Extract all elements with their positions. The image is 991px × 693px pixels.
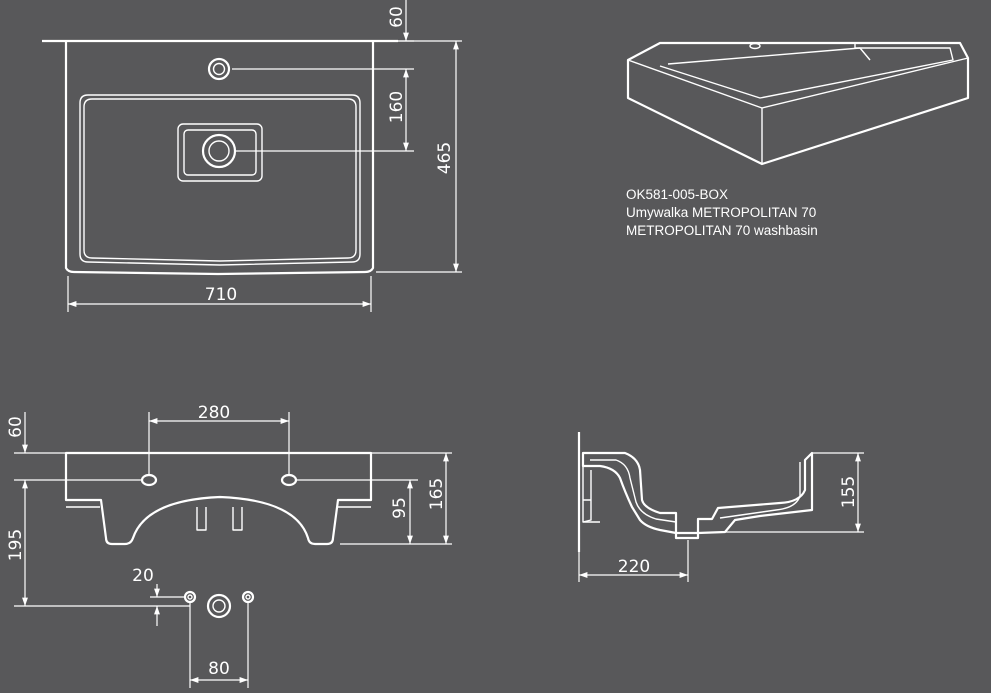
drain-frame-outer xyxy=(177,123,263,182)
iso-bowl-back xyxy=(667,47,871,65)
dim-top-ledge-label: 60 xyxy=(6,416,26,438)
product-code: OK581-005-BOX xyxy=(626,187,729,202)
dim-fixing-spacing-label: 80 xyxy=(208,659,230,679)
dim-back-ledge-label: 60 xyxy=(387,6,407,28)
side-section-back xyxy=(582,470,592,523)
product-caption: OK581-005-BOX Umywalka METROPOLITAN 70 M… xyxy=(626,186,818,240)
top-view-bowl-inner xyxy=(83,98,357,262)
dim-width-label: 710 xyxy=(205,285,237,305)
side-section-inner-line xyxy=(590,459,677,523)
dim-bowl-depth-label: 95 xyxy=(390,497,410,519)
fixing-bolt-right xyxy=(241,590,255,604)
front-view-legs xyxy=(196,507,243,531)
drain-hole xyxy=(201,133,237,169)
fixing-bolt-left-inner xyxy=(187,594,193,600)
drain-hole-inner xyxy=(208,140,230,162)
dim-projection-label: 220 xyxy=(618,557,650,577)
top-view-bowl-outer xyxy=(79,94,361,266)
side-section-front-inner xyxy=(719,462,801,519)
dim-fixing-offset-label: 20 xyxy=(132,566,154,586)
dim-tap-spacing-label: 280 xyxy=(198,403,230,423)
front-fixing-left xyxy=(140,473,158,487)
iso-tap-hole xyxy=(749,42,761,50)
product-name-pl: Umywalka METROPOLITAN 70 xyxy=(626,205,817,220)
side-section-outline xyxy=(581,451,814,540)
front-fixing-right xyxy=(280,473,298,487)
iso-bowl-rim xyxy=(659,42,954,99)
waste-pipe xyxy=(206,593,232,619)
waste-pipe-inner xyxy=(212,599,226,613)
dim-depth-label: 465 xyxy=(435,142,455,174)
dim-side-height-label: 155 xyxy=(839,476,859,508)
side-section-wall-plate xyxy=(582,453,600,523)
top-view: 710 465 60 160 xyxy=(42,0,462,312)
dim-total-height-label: 165 xyxy=(427,478,447,510)
isometric-view xyxy=(626,41,970,166)
dim-tap-to-drain-label: 160 xyxy=(387,91,407,123)
product-name-en: METROPOLITAN 70 washbasin xyxy=(626,223,818,238)
front-view-outline xyxy=(64,451,373,546)
tap-hole-inner xyxy=(212,62,226,76)
tap-hole xyxy=(207,57,231,81)
top-view-outline xyxy=(64,41,375,276)
iso-top-front-edge xyxy=(627,57,969,109)
fixing-bolt-left xyxy=(183,590,197,604)
fixing-bolt-right-inner xyxy=(245,594,251,600)
front-view: 280 60 195 95 165 xyxy=(6,403,452,607)
iso-outline xyxy=(626,41,970,166)
fixing-detail: 20 80 xyxy=(132,566,255,688)
dim-height-below-label: 195 xyxy=(6,529,26,561)
drain-frame-inner xyxy=(183,129,257,176)
side-view: 220 155 xyxy=(577,432,864,582)
